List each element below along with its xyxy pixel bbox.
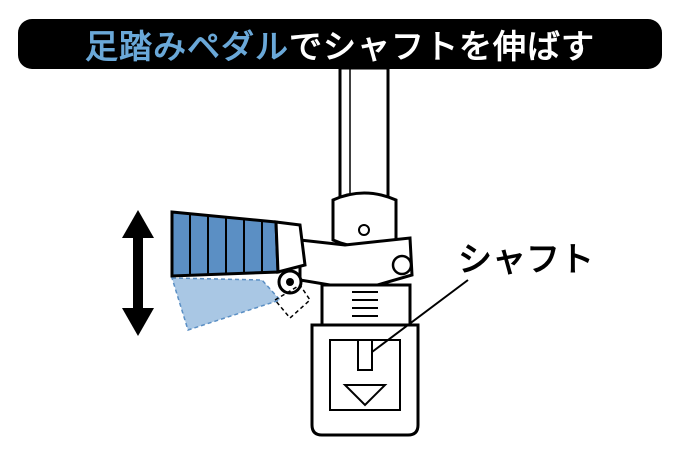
pedal-ghost — [170, 277, 282, 331]
shaft-label: シャフト — [458, 240, 594, 280]
title-banner: 足踏みペダルでシャフトを伸ばす — [18, 19, 662, 69]
callout-leader — [371, 279, 469, 353]
title-highlight: 足踏みペダル — [85, 27, 289, 66]
shaft-collar — [331, 191, 398, 249]
shaft — [338, 66, 390, 205]
title-rest: でシャフトを伸ばす — [289, 27, 595, 66]
up-down-arrow-icon — [122, 210, 154, 336]
